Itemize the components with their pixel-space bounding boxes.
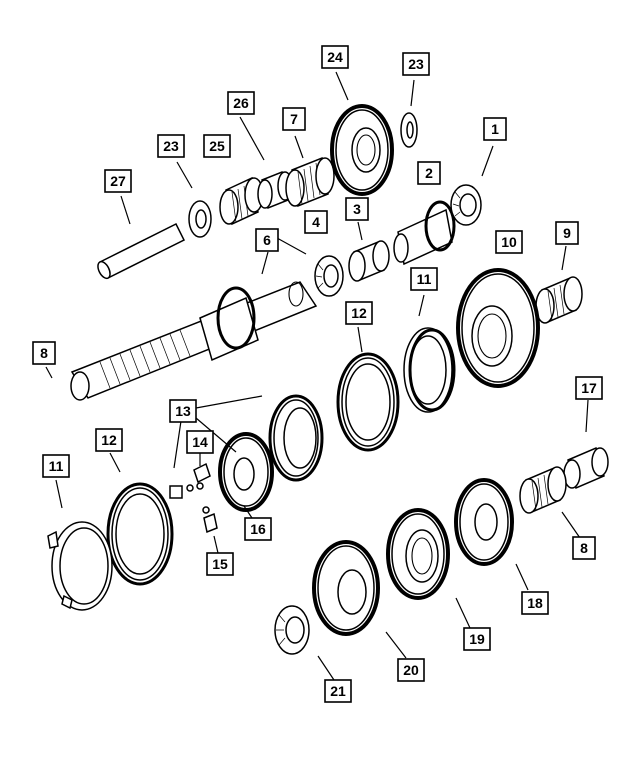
callout-12-right: 12 (345, 301, 373, 325)
callout-11-right-text: 11 (417, 271, 432, 287)
callout-16-text: 16 (250, 521, 266, 537)
callout-12-left-text: 12 (101, 432, 117, 448)
part-spacer-26 (257, 170, 293, 210)
part-pinion-2 (393, 200, 456, 266)
callout-20-text: 20 (403, 662, 419, 678)
callout-17: 17 (575, 376, 603, 400)
callout-11-left-text: 11 (49, 458, 64, 474)
callout-10-text: 10 (501, 234, 517, 250)
part-bearing-1 (450, 184, 482, 226)
callout-labels: 1 2 3 4 7 6 8 8 (32, 45, 603, 703)
leader-lines (45, 71, 589, 681)
callout-14: 14 (186, 430, 214, 454)
callout-9: 9 (555, 221, 579, 245)
parts-artwork (47, 104, 609, 655)
part-bearing-21 (274, 605, 310, 655)
part-spring-15 (202, 506, 218, 534)
callout-11-right: 11 (410, 267, 438, 291)
callout-12-left: 12 (95, 428, 123, 452)
callout-27-text: 27 (110, 173, 126, 189)
callout-19-text: 19 (469, 631, 485, 647)
part-spacer-17 (563, 446, 609, 490)
callout-26-text: 26 (233, 95, 249, 111)
callout-3-text: 3 (353, 201, 361, 217)
part-pin-27 (97, 222, 186, 280)
part-ring-11-left (47, 521, 113, 611)
part-mainshaft-8 (70, 281, 318, 401)
part-bearing-8 (519, 466, 567, 514)
part-bearing-3 (348, 240, 390, 282)
callout-26: 26 (227, 91, 255, 115)
callout-24: 24 (321, 45, 349, 69)
callout-1-text: 1 (491, 121, 499, 137)
callout-4: 4 (304, 210, 328, 234)
callout-25-text: 25 (209, 138, 225, 154)
part-ring-12-right (336, 352, 400, 452)
callout-15: 15 (206, 552, 234, 576)
callout-25: 25 (203, 134, 231, 158)
callout-10: 10 (495, 230, 523, 254)
callout-18: 18 (521, 591, 549, 615)
part-gear-24 (330, 104, 394, 196)
part-bearing-9 (535, 276, 583, 324)
callout-7: 7 (282, 107, 306, 131)
callout-2-text: 2 (425, 165, 433, 181)
callout-13-text: 13 (175, 403, 191, 419)
part-washer-23-left (188, 200, 212, 238)
part-washer-23-right (400, 112, 418, 148)
callout-21: 21 (324, 679, 352, 703)
callout-13: 13 (169, 399, 197, 423)
callout-18-text: 18 (527, 595, 543, 611)
callout-19: 19 (463, 627, 491, 651)
callout-8-right: 8 (572, 536, 596, 560)
callout-4-text: 4 (312, 214, 320, 230)
part-ring-11-right (403, 327, 456, 413)
callout-21-text: 21 (330, 683, 346, 699)
part-sleeve-13 (268, 394, 324, 482)
part-bearing-4 (314, 255, 344, 297)
callout-17-text: 17 (581, 380, 597, 396)
callout-20: 20 (397, 658, 425, 682)
part-strut-14 (169, 462, 211, 499)
callout-7-text: 7 (290, 111, 298, 127)
callout-9-text: 9 (563, 225, 571, 241)
callout-23-left: 23 (157, 134, 185, 158)
callout-2: 2 (417, 161, 441, 185)
part-gear-10 (456, 268, 540, 388)
part-gear-20 (312, 540, 380, 636)
callout-27: 27 (104, 169, 132, 193)
callout-23-left-text: 23 (163, 138, 179, 154)
callout-12-right-text: 12 (351, 305, 367, 321)
callout-23-right-text: 23 (408, 56, 424, 72)
callout-8-left-text: 8 (40, 345, 48, 361)
part-gear-18 (454, 478, 514, 566)
callout-15-text: 15 (212, 556, 228, 572)
callout-8-right-text: 8 (580, 540, 588, 556)
callout-6: 6 (255, 228, 279, 252)
callout-14-text: 14 (192, 434, 208, 450)
callout-6-text: 6 (263, 232, 271, 248)
part-gear-19 (386, 508, 450, 600)
callout-24-text: 24 (327, 49, 343, 65)
callout-16: 16 (244, 517, 272, 541)
part-bearing-7 (285, 156, 335, 208)
part-ring-12-left (106, 482, 174, 586)
callout-1: 1 (483, 117, 507, 141)
callout-3: 3 (345, 197, 369, 221)
part-bearing-25 (219, 176, 264, 226)
callout-23-right: 23 (402, 52, 430, 76)
callout-11-left: 11 (42, 454, 70, 478)
callout-8-left: 8 (32, 341, 56, 365)
